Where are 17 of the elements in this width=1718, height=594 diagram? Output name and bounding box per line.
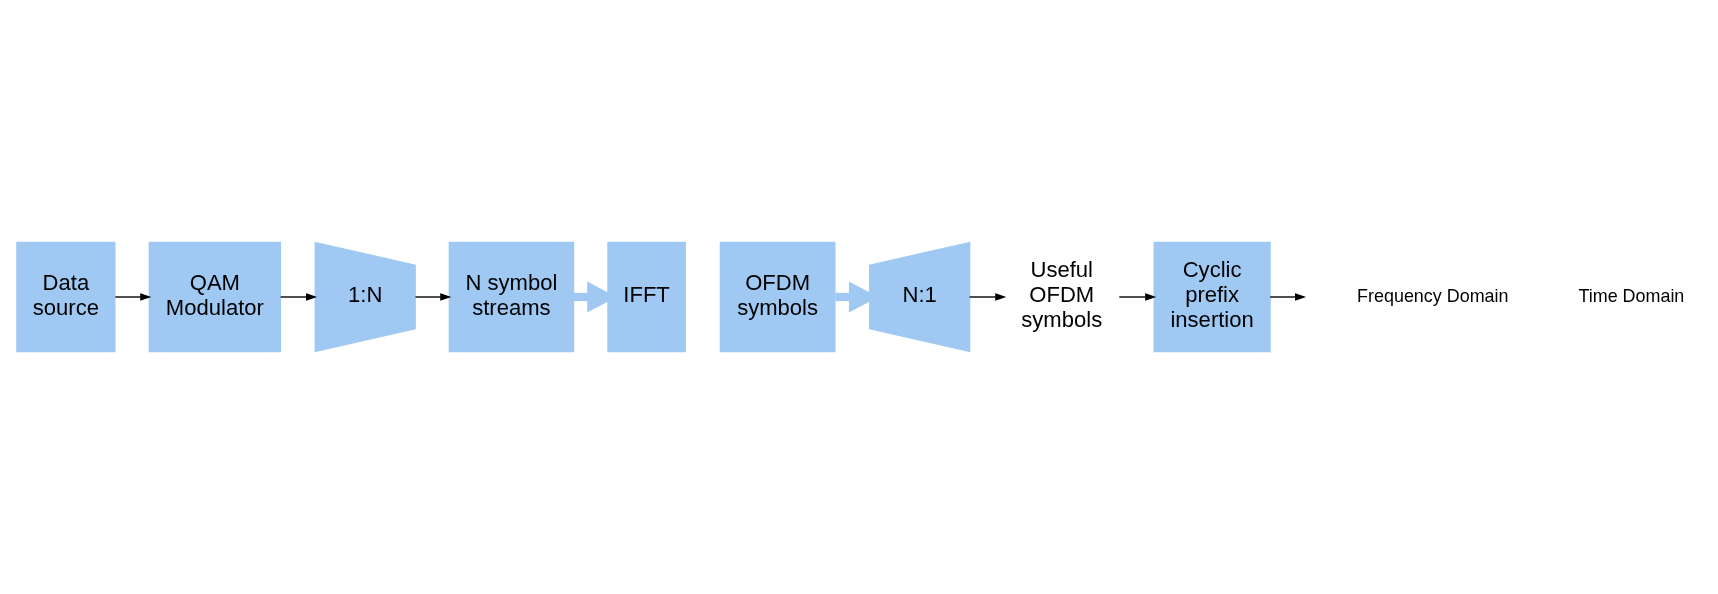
node-box: IFFT [607, 241, 686, 353]
arrow [968, 293, 1007, 301]
node-box: N symbol streams [448, 241, 575, 353]
arrow [414, 293, 452, 301]
arrow [1269, 293, 1307, 301]
arrow [114, 293, 152, 301]
arrow [1118, 293, 1157, 301]
node-box: Data source [16, 241, 116, 353]
node-text: Useful OFDM symbols [1021, 257, 1103, 333]
label: Time Domain [1578, 285, 1685, 306]
node-box: QAM Modulator [148, 241, 282, 353]
node-box: N:1 [869, 241, 971, 353]
node-box: Cyclic prefix insertion [1153, 241, 1271, 353]
arrow [279, 293, 318, 301]
node-box: OFDM symbols [719, 241, 836, 353]
label: Frequency Domain [1357, 285, 1509, 306]
node-box: 1:N [314, 241, 416, 353]
